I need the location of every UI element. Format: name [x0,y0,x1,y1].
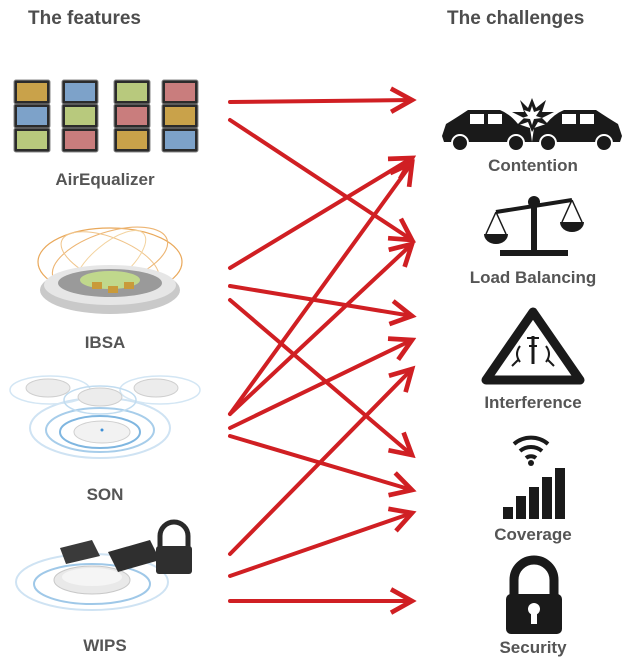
tablet-screen [117,131,147,149]
challenge-label-coverage: Coverage [494,525,572,544]
tablet-screen [117,83,147,101]
arrow-wips-to-interference [228,369,412,556]
challenge-label-contention: Contention [488,156,578,175]
arrow-ibsa-to-interference [228,284,412,316]
interference-warning-icon [481,307,585,385]
access-points-network-icon [9,375,201,459]
car-collision-icon [442,98,622,152]
features-heading: The features [28,8,141,29]
arrow-son-to-interference [228,340,412,430]
arrow-wips-to-coverage [228,513,412,578]
tablet-screen [165,83,195,101]
tablet-screen [17,131,47,149]
feature-label-son: SON [86,485,124,504]
challenge-label-load-balancing: Load Balancing [469,268,597,287]
tablet-screen [165,107,195,125]
tablet-screen [117,107,147,125]
beamforming-access-point-icon [37,226,183,314]
tablet-screen [17,107,47,125]
challenge-label-security: Security [499,638,567,657]
arrow-airequalizer-to-load-balancing [228,118,412,240]
wifi-signal-bars-icon [503,435,565,519]
chips-padlock-access-point-icon [15,519,192,611]
arrow-ibsa-to-contention [228,158,412,270]
challenge-label-interference: Interference [484,393,582,412]
tablet-screen [65,83,95,101]
feature-label-wips: WIPS [83,636,127,655]
arrow-airequalizer-to-contention [228,100,412,102]
tablet-screen [65,131,95,149]
feature-label-airequalizer: AirEqualizer [55,170,155,189]
balance-scale-icon [484,196,584,256]
challenges-heading: The challenges [447,8,585,29]
padlock-icon [506,555,562,634]
arrow-son-to-load-balancing [228,244,412,416]
tablet-screen [17,83,47,101]
tablet-screen [165,131,195,149]
arrow-ibsa-to-coverage [228,298,412,455]
tablet-screen [65,107,95,125]
feature-label-ibsa: IBSA [84,333,126,352]
arrow-son-to-contention [228,163,412,416]
tablet-grid-icon [13,79,199,153]
